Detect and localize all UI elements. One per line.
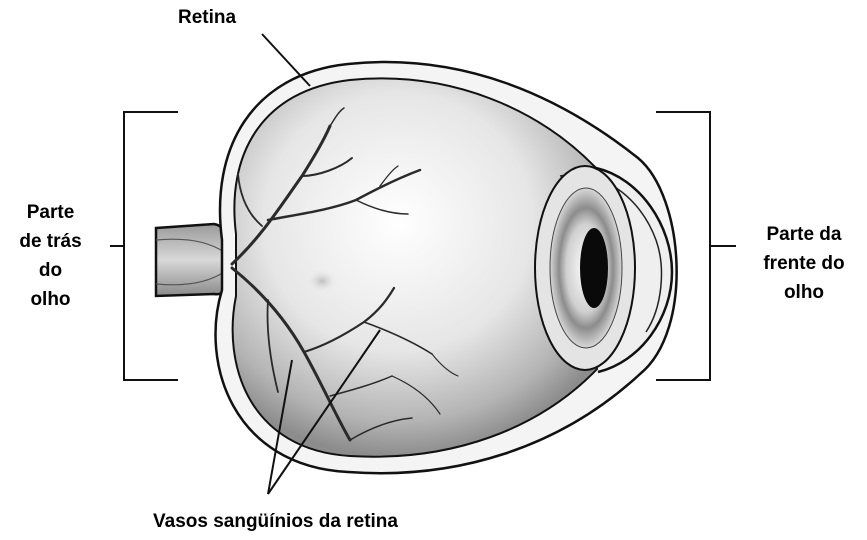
retina-leader bbox=[262, 34, 310, 86]
front-of-eye-label-line: Parte da bbox=[748, 220, 860, 249]
pupil bbox=[580, 228, 608, 308]
retinal-vessels-label: Vasos sangüínios da retina bbox=[153, 507, 398, 536]
macula bbox=[306, 269, 338, 293]
back-of-eye-label-line: de trás bbox=[8, 227, 93, 256]
iris bbox=[535, 166, 635, 370]
back-of-eye-label: Parte de trás do olho bbox=[8, 198, 93, 314]
front-of-eye-label: Parte da frente do olho bbox=[748, 220, 860, 307]
back-of-eye-label-line: Parte bbox=[8, 198, 93, 227]
front-of-eye-label-line: olho bbox=[748, 278, 860, 307]
back-of-eye-label-line: olho bbox=[8, 285, 93, 314]
front-of-eye-label-line: frente do bbox=[748, 249, 860, 278]
back-of-eye-label-line: do bbox=[8, 256, 93, 285]
retina-label: Retina bbox=[178, 3, 236, 32]
